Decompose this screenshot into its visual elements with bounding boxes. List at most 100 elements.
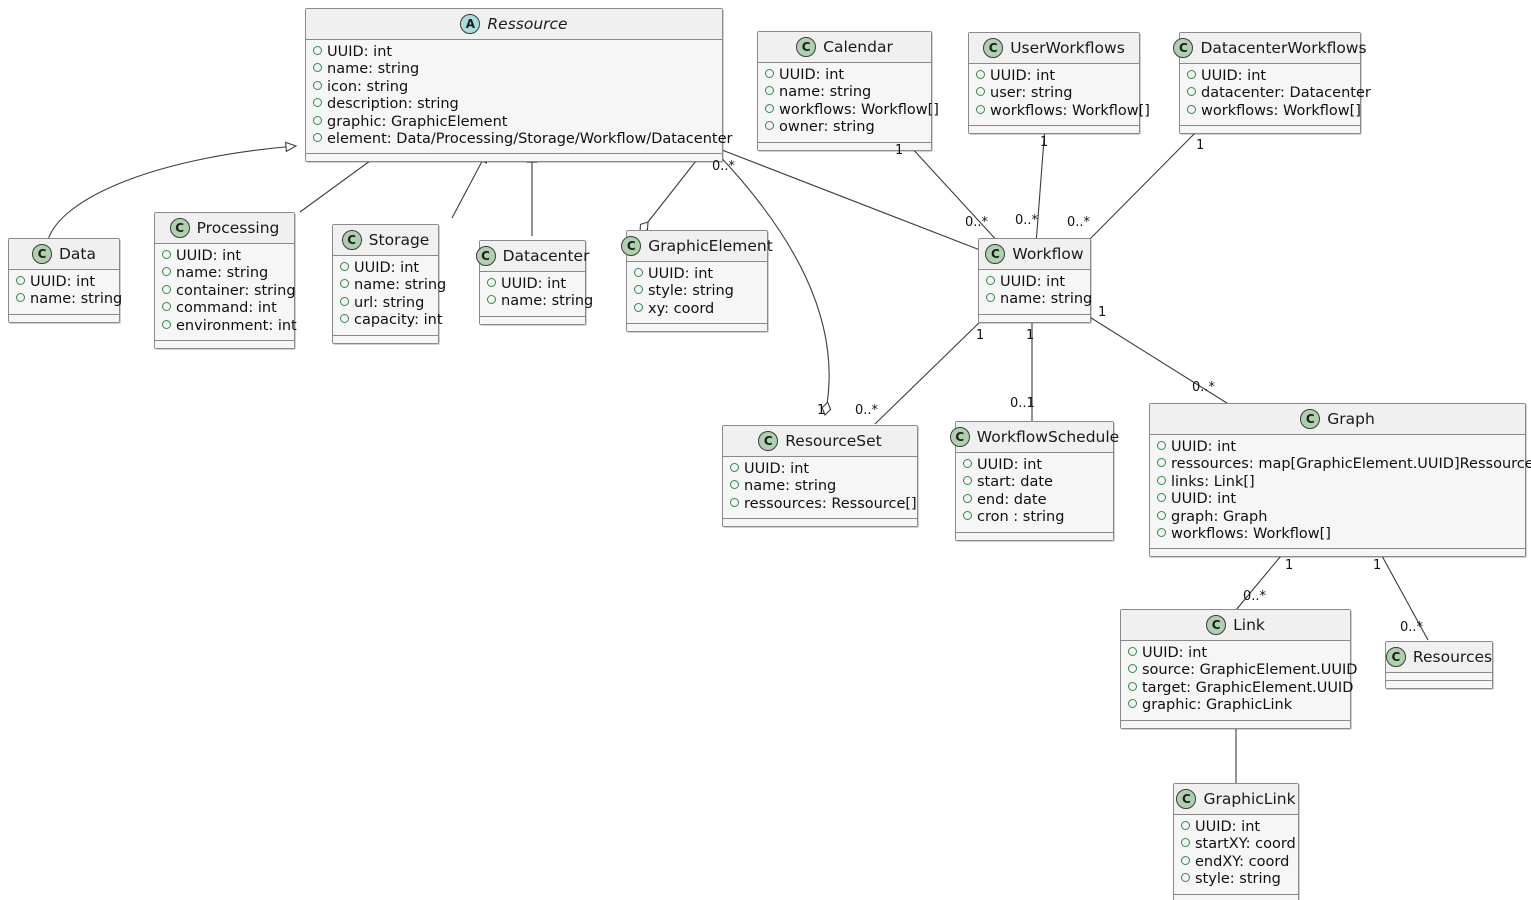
- class-header-link: C Link: [1121, 610, 1350, 641]
- attribute-text: target: GraphicElement.UUID: [1142, 679, 1354, 696]
- visibility-public-icon: [162, 319, 171, 329]
- class-box-resourceset[interactable]: C ResourceSet UUID: int name: string res…: [722, 425, 918, 528]
- attribute-text: UUID: int: [176, 248, 242, 264]
- class-box-graph[interactable]: C Graph UUID: int ressources: map[Graphi…: [1149, 403, 1531, 558]
- multiplicity-label: 1: [1040, 135, 1049, 150]
- attribute-text: name: string: [779, 84, 872, 101]
- attribute-text: UUID: int: [1195, 819, 1261, 835]
- class-box-link[interactable]: C Link UUID: int source: GraphicElement.…: [1120, 609, 1357, 729]
- class-attributes-resourceset: UUID: int name: string ressources: Resso…: [723, 457, 917, 520]
- class-stereotype-icon: C: [621, 236, 642, 256]
- attribute-row: environment: int: [162, 318, 297, 335]
- visibility-public-icon: [1157, 458, 1166, 468]
- class-stereotype-icon: C: [983, 38, 1004, 58]
- class-box-datacenter[interactable]: C Datacenter UUID: int name: string: [475, 240, 593, 325]
- class-box-workflowschedule[interactable]: C WorkflowSchedule UUID: int start: date…: [949, 421, 1119, 541]
- class-name: Resources: [1412, 648, 1493, 666]
- attribute-text: icon: string: [327, 78, 409, 95]
- attribute-text: graph: Graph: [1171, 508, 1268, 525]
- attribute-row: UUID: int: [986, 274, 1083, 291]
- class-box-calendar[interactable]: C Calendar UUID: int name: string workfl…: [757, 31, 939, 151]
- visibility-public-icon: [765, 121, 774, 131]
- attribute-text: UUID: int: [648, 266, 714, 282]
- attribute-row: cron : string: [963, 509, 1106, 526]
- attribute-text: start: date: [977, 474, 1053, 491]
- attribute-text: user: string: [990, 85, 1073, 102]
- attribute-row: style: string: [1181, 871, 1291, 888]
- attribute-row: UUID: int: [963, 457, 1106, 474]
- class-operations-resources: [1386, 681, 1492, 688]
- attribute-text: startXY: coord: [1195, 836, 1296, 853]
- class-name: Datacenter: [502, 247, 590, 265]
- attribute-row: UUID: int: [162, 248, 287, 265]
- attribute-text: capacity: int: [354, 312, 443, 329]
- class-box-workflow[interactable]: C Workflow UUID: int name: string: [978, 238, 1092, 323]
- class-attributes-graph: UUID: int ressources: map[GraphicElement…: [1150, 435, 1531, 550]
- attribute-row: ressources: Ressource[]: [730, 496, 917, 513]
- visibility-public-icon: [963, 511, 972, 521]
- class-header-storage: C Storage: [333, 225, 438, 256]
- attribute-row: workflows: Workflow[]: [976, 103, 1150, 120]
- class-box-graphicelement[interactable]: C GraphicElement UUID: int style: string…: [621, 230, 773, 333]
- class-operations-workflowschedule: [956, 532, 1113, 540]
- attribute-row: container: string: [162, 283, 296, 300]
- attribute-row: capacity: int: [340, 312, 443, 329]
- multiplicity-label: 0..1: [1010, 396, 1035, 411]
- attribute-row: UUID: int: [765, 67, 924, 84]
- class-header-userworkflows: C UserWorkflows: [969, 33, 1139, 64]
- visibility-public-icon: [730, 480, 739, 490]
- attribute-row: start: date: [963, 474, 1106, 491]
- attribute-row: UUID: int: [634, 266, 760, 283]
- attribute-row: UUID: int: [1157, 491, 1518, 508]
- class-box-data[interactable]: C Data UUID: int name: string: [8, 238, 122, 323]
- class-box-userworkflows[interactable]: C UserWorkflows UUID: int user: string w…: [968, 32, 1150, 135]
- edge-workflow-resourceset: [874, 308, 995, 425]
- visibility-public-icon: [730, 497, 739, 507]
- class-operations-graph: [1150, 549, 1525, 557]
- attribute-row: links: Link[]: [1157, 474, 1518, 491]
- attribute-text: UUID: int: [977, 457, 1043, 473]
- class-attributes-data: UUID: int name: string: [9, 270, 122, 315]
- attribute-text: source: GraphicElement.UUID: [1142, 662, 1358, 679]
- attribute-text: name: string: [176, 265, 269, 282]
- class-attributes-graphiclink: UUID: int startXY: coord endXY: coord st…: [1174, 815, 1298, 895]
- multiplicity-label: 1: [1098, 305, 1107, 320]
- class-header-graphicelement: C GraphicElement: [621, 231, 773, 262]
- class-box-ressource[interactable]: A Ressource UUID: int name: string icon:…: [305, 8, 732, 163]
- visibility-public-icon: [986, 293, 995, 303]
- class-box-graphiclink[interactable]: C GraphicLink UUID: int startXY: coord e…: [1173, 783, 1299, 900]
- class-box-processing[interactable]: C Processing UUID: int name: string cont…: [154, 212, 297, 350]
- attribute-row: UUID: int: [313, 44, 715, 61]
- visibility-public-icon: [976, 70, 985, 79]
- class-name: ResourceSet: [785, 432, 882, 450]
- class-operations-processing: [155, 341, 294, 349]
- class-box-storage[interactable]: C Storage UUID: int name: string url: st…: [332, 224, 446, 344]
- class-box-resources[interactable]: C Resources: [1385, 641, 1493, 689]
- class-attributes-ressource: UUID: int name: string icon: string desc…: [306, 40, 732, 155]
- attribute-text: graphic: GraphicLink: [1142, 697, 1293, 714]
- attribute-row: UUID: int: [730, 461, 910, 478]
- attribute-text: graphic: GraphicElement: [327, 113, 508, 130]
- class-box-datacenterworkflows[interactable]: C DatacenterWorkflows UUID: int datacent…: [1173, 32, 1371, 135]
- attribute-text: ressources: Ressource[]: [744, 495, 917, 512]
- attribute-text: UUID: int: [501, 276, 567, 292]
- class-operations-data: [9, 314, 119, 322]
- visibility-public-icon: [976, 87, 985, 97]
- visibility-public-icon: [1128, 664, 1137, 674]
- visibility-public-icon: [1157, 528, 1166, 538]
- visibility-public-icon: [16, 293, 25, 303]
- class-name: Storage: [368, 231, 430, 249]
- visibility-public-icon: [963, 493, 972, 503]
- attribute-text: UUID: int: [1142, 645, 1208, 661]
- visibility-public-icon: [162, 284, 171, 294]
- attribute-text: UUID: int: [744, 461, 810, 477]
- visibility-public-icon: [162, 302, 171, 312]
- attribute-row: name: string: [730, 478, 910, 495]
- class-attributes-calendar: UUID: int name: string workflows: Workfl…: [758, 63, 939, 143]
- class-name: UserWorkflows: [1010, 39, 1125, 57]
- attribute-row: name: string: [765, 84, 924, 101]
- attribute-row: owner: string: [765, 119, 924, 136]
- visibility-public-icon: [313, 46, 322, 55]
- class-operations-datacenter: [480, 316, 585, 324]
- class-name: GraphicElement: [648, 237, 773, 255]
